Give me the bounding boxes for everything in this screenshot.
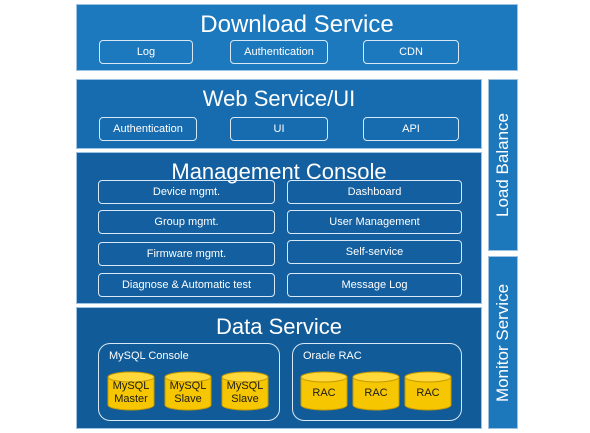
oracle-rac-group: Oracle RAC xyxy=(292,343,462,421)
download-service-title: Download Service xyxy=(200,11,394,38)
data-service-title: Data Service xyxy=(216,314,342,339)
mysql-slave-database-1: MySQL Slave xyxy=(163,371,213,411)
mysql-console-group: MySQL Console xyxy=(98,343,280,421)
mysql-slave1-line1: MySQL xyxy=(169,380,207,392)
oracle-rac-database-3: RAC xyxy=(403,371,453,411)
rac1-label: RAC xyxy=(312,386,336,399)
database-icon xyxy=(300,371,348,411)
dashboard-box: Dashboard xyxy=(287,180,462,204)
oracle-rac-label: Oracle RAC xyxy=(303,350,362,362)
mysql-console-label: MySQL Console xyxy=(109,350,189,362)
database-icon xyxy=(404,371,452,411)
oracle-rac-database-1: RAC xyxy=(299,371,349,411)
oracle-rac-database-2: RAC xyxy=(351,371,401,411)
mysql-slave2-line2: Slave xyxy=(231,393,259,405)
diagnose-automatic-test-box: Diagnose & Automatic test xyxy=(98,273,275,297)
mysql-master-line1: MySQL xyxy=(112,380,150,392)
group-mgmt-box: Group mgmt. xyxy=(98,210,275,234)
load-balance-label: Load Balance xyxy=(493,113,512,217)
mysql-master-line2: Master xyxy=(114,393,148,405)
download-service-layer: Download Service Log Authentication CDN xyxy=(76,4,518,71)
message-log-box: Message Log xyxy=(287,273,462,297)
web-authentication-box: Authentication xyxy=(99,117,197,141)
mysql-slave1-line2: Slave xyxy=(174,393,202,405)
database-icon xyxy=(164,371,212,411)
web-api-box: API xyxy=(363,117,459,141)
mysql-slave-database-2: MySQL Slave xyxy=(220,371,270,411)
rac3-label: RAC xyxy=(416,386,440,399)
database-icon xyxy=(107,371,155,411)
data-service-layer: Data Service MySQL Console Oracle RAC My… xyxy=(76,307,482,429)
database-icon xyxy=(221,371,269,411)
device-mgmt-box: Device mgmt. xyxy=(98,180,275,204)
download-log-box: Log xyxy=(99,40,193,64)
user-management-box: User Management xyxy=(287,210,462,234)
management-console-layer: Management Console Device mgmt. Group mg… xyxy=(76,152,482,304)
web-service-title: Web Service/UI xyxy=(202,86,356,111)
mysql-slave2-line1: MySQL xyxy=(226,380,264,392)
download-authentication-box: Authentication xyxy=(230,40,328,64)
database-icon xyxy=(352,371,400,411)
monitor-service-label: Monitor Service xyxy=(493,283,512,402)
download-cdn-box: CDN xyxy=(363,40,459,64)
rac2-label: RAC xyxy=(364,386,388,399)
web-service-layer: Web Service/UI Authentication UI API xyxy=(76,79,482,149)
web-ui-box: UI xyxy=(230,117,328,141)
self-service-box: Self-service xyxy=(287,240,462,264)
load-balance-bar: Load Balance xyxy=(488,79,518,251)
mysql-master-database: MySQL Master xyxy=(106,371,156,411)
management-console-title: Management Console xyxy=(171,159,387,184)
monitor-service-bar: Monitor Service xyxy=(488,256,518,429)
firmware-mgmt-box: Firmware mgmt. xyxy=(98,242,275,266)
